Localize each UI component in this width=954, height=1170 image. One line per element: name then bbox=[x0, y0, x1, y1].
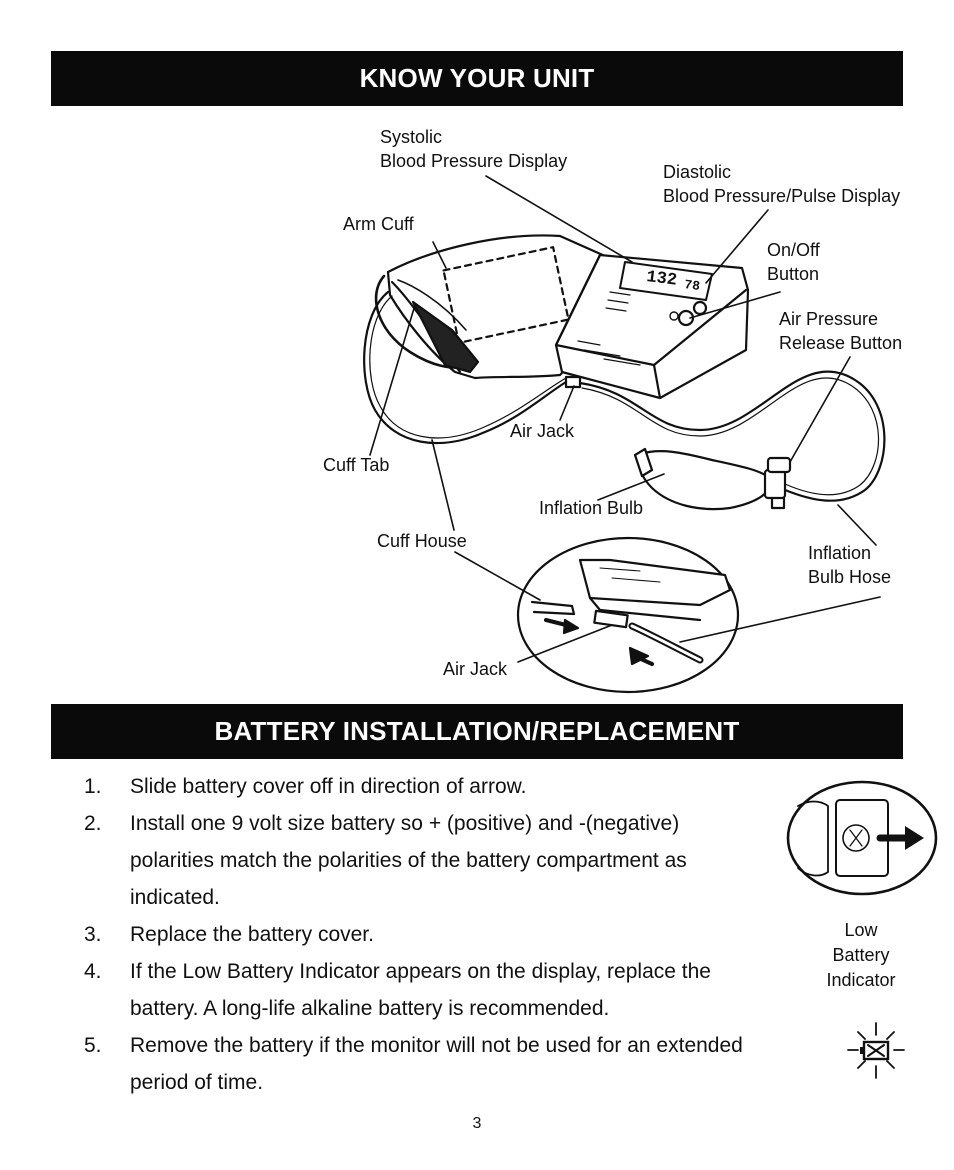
section-banner-know-your-unit: KNOW YOUR UNIT bbox=[51, 51, 903, 106]
label-air-jack: Air Jack bbox=[510, 421, 575, 441]
step-text: Replace the battery cover. bbox=[130, 923, 374, 946]
section-banner-battery: BATTERY INSTALLATION/REPLACEMENT bbox=[51, 704, 903, 759]
step-text: Slide battery cover off in direction of … bbox=[130, 775, 527, 798]
label-inflation-bulb: Inflation Bulb bbox=[539, 498, 644, 518]
label-bulb-hose-line1: Inflation bbox=[808, 543, 872, 563]
label-diastolic: Diastolic Blood Pressure/Pulse Display bbox=[663, 160, 900, 208]
section-title: BATTERY INSTALLATION/REPLACEMENT bbox=[214, 716, 740, 746]
label-bulb-hose-line2: Bulb Hose bbox=[808, 567, 892, 587]
step-number: 5. bbox=[84, 1034, 102, 1057]
label-cuff-tab: Cuff Tab bbox=[323, 455, 390, 475]
label-air-pressure-release-button: Air Pressure Release Button bbox=[779, 307, 902, 355]
page-number: 3 bbox=[472, 1115, 482, 1132]
label-onoff-button: On/Off Button bbox=[767, 238, 820, 286]
step-text: If the Low Battery Indicator appears on … bbox=[130, 960, 711, 1020]
list-item: 4. If the Low Battery Indicator appears o… bbox=[84, 953, 744, 1027]
label-onoff-line1: On/Off bbox=[767, 240, 820, 260]
step-number: 4. bbox=[84, 960, 102, 983]
low-battery-indicator-caption: Low Battery Indicator bbox=[806, 918, 916, 993]
label-systolic-line2: Blood Pressure Display bbox=[380, 151, 568, 171]
label-release-line1: Air Pressure bbox=[779, 309, 879, 329]
label-release-line2: Release Button bbox=[779, 333, 903, 353]
list-item: 2. Install one 9 volt size battery so + (… bbox=[84, 805, 744, 916]
battery-compartment-illustration bbox=[786, 780, 938, 896]
list-item: 1. Slide battery cover off in direction o… bbox=[84, 768, 744, 805]
lcd-diastolic-readout: 78 bbox=[684, 277, 702, 294]
caption-line1: Low bbox=[844, 920, 878, 940]
section-title: KNOW YOUR UNIT bbox=[359, 63, 595, 93]
label-inflation-bulb-hose: Inflation Bulb Hose bbox=[808, 541, 891, 589]
label-systolic: Systolic Blood Pressure Display bbox=[380, 125, 567, 173]
cuff-hose-illustration bbox=[363, 290, 568, 445]
lcd-systolic-readout: 132 bbox=[645, 268, 678, 291]
list-item: 5. Remove the battery if the monitor will… bbox=[84, 1027, 744, 1101]
inflation-bulb-illustration bbox=[637, 450, 773, 511]
label-systolic-line1: Systolic bbox=[380, 127, 443, 147]
label-diastolic-line1: Diastolic bbox=[663, 162, 732, 182]
step-number: 1. bbox=[84, 775, 102, 798]
caption-line2: Battery bbox=[832, 945, 890, 965]
step-text: Remove the battery if the monitor will n… bbox=[130, 1034, 743, 1094]
label-air-jack-closeup: Air Jack bbox=[443, 659, 508, 679]
label-arm-cuff: Arm Cuff bbox=[343, 214, 414, 234]
caption-line3: Indicator bbox=[826, 970, 896, 990]
label-cuff-house: Cuff House bbox=[377, 531, 467, 551]
label-diastolic-line2: Blood Pressure/Pulse Display bbox=[663, 186, 901, 206]
step-number: 3. bbox=[84, 923, 102, 946]
step-number: 2. bbox=[84, 812, 102, 835]
low-battery-indicator-icon bbox=[847, 1022, 905, 1079]
step-text: Install one 9 volt size battery so + (po… bbox=[130, 812, 687, 909]
battery-steps-list: 1. Slide battery cover off in direction o… bbox=[84, 768, 744, 1101]
label-onoff-line2: Button bbox=[767, 264, 820, 284]
list-item: 3. Replace the battery cover. bbox=[84, 916, 744, 953]
